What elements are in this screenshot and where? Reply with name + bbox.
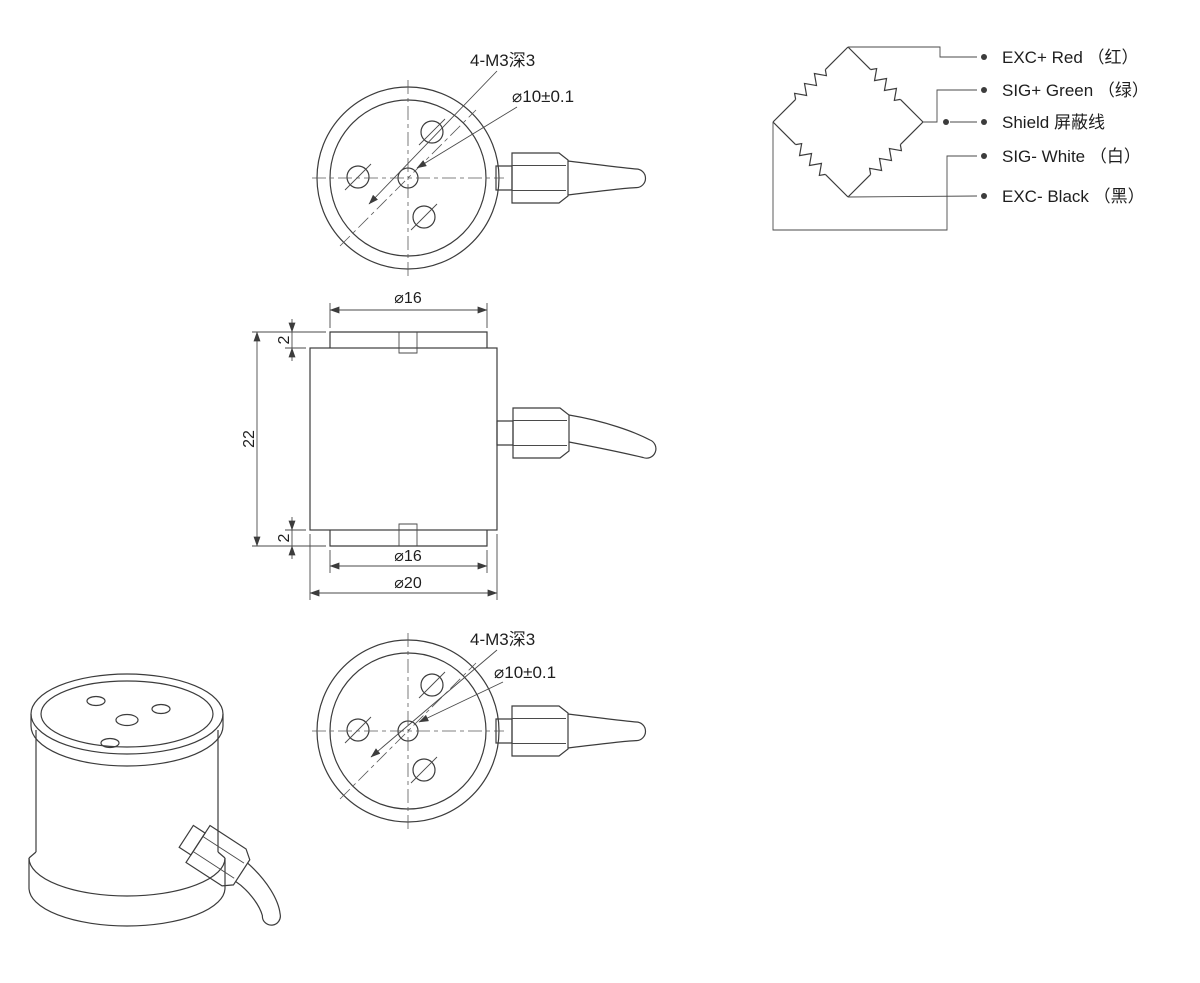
resistor-icon [793, 69, 828, 100]
top-boss [329, 331, 488, 348]
iso-body-sides [35, 730, 219, 852]
iso-cap-sides [30, 714, 224, 726]
dim-dia-bottom: ⌀16 [394, 548, 422, 565]
iso-bolt-hole [100, 737, 120, 749]
bore-callout: ⌀10±0.1 [494, 663, 556, 682]
wire-label-exc-plus: EXC+ Red （红） [1002, 48, 1139, 67]
thread-callout: 4-M3深3 [470, 51, 535, 70]
wire-label-sig-plus: SIG+ Green （绿） [1002, 81, 1149, 100]
dim-height: 22 [241, 430, 258, 448]
wire-label-sig-minus: SIG- White （白） [1002, 147, 1141, 166]
bottom-boss [329, 530, 488, 547]
terminal-dot [981, 54, 987, 60]
top-view-bottom-geometry [312, 633, 645, 829]
wire-sig-plus [923, 89, 977, 123]
resistor-icon [870, 67, 901, 102]
iso-center-hole [115, 713, 139, 727]
top-center-hole [398, 332, 418, 354]
wire-label-shield: Shield 屏蔽线 [1002, 113, 1105, 132]
bridge-edges [772, 46, 924, 198]
top-view-bottom: 4-M3深3 ⌀10±0.1 [312, 630, 645, 829]
shield-junction-dot [943, 119, 949, 125]
resistor-icon [795, 142, 826, 177]
iso-cable-gland [178, 824, 281, 926]
thread-leader-line [368, 70, 498, 205]
iso-bolt-hole [151, 703, 171, 715]
bore-leader-line [418, 681, 504, 723]
bore-callout: ⌀10±0.1 [512, 87, 574, 106]
wire-label-exc-minus: EXC- Black （黑） [1002, 187, 1145, 206]
bottom-center-hole [398, 523, 418, 546]
top-view-front-geometry [312, 80, 645, 276]
cable [568, 414, 657, 459]
thread-leader-line [370, 649, 498, 758]
top-view-front: 4-M3深3 ⌀10±0.1 [312, 51, 645, 276]
dim-dia-top: ⌀16 [394, 290, 422, 307]
iso-cap-bottom-arc [30, 725, 224, 767]
resistor-icon [868, 144, 903, 175]
iso-bolt-hole [86, 695, 106, 707]
iso-top-face [40, 680, 214, 748]
wire-exc-minus [847, 195, 978, 198]
side-view: ⌀16 2 22 2 ⌀16 ⌀20 [241, 290, 657, 600]
iso-flange-top-arc [28, 857, 226, 897]
wire-sig-minus [772, 122, 977, 231]
terminal-dot [981, 153, 987, 159]
thread-callout: 4-M3深3 [470, 630, 535, 649]
terminal-dot [981, 87, 987, 93]
dim-step-bottom: 2 [276, 533, 293, 542]
wiring-diagram: EXC+ Red （红） SIG+ Green （绿） Shield 屏蔽线 S… [772, 46, 1149, 231]
iso-bottom-arc [28, 887, 226, 927]
isometric-view [28, 673, 281, 927]
terminal-dot [981, 119, 987, 125]
dim-dia-outer: ⌀20 [394, 575, 422, 592]
dim-step-top: 2 [276, 335, 293, 344]
iso-flange-sides [28, 851, 226, 888]
wire-exc-plus [848, 46, 977, 58]
terminal-dot [981, 193, 987, 199]
body-outline [309, 347, 498, 531]
iso-cable [235, 862, 281, 926]
bore-leader-line [416, 106, 518, 169]
cable-gland [496, 407, 570, 459]
